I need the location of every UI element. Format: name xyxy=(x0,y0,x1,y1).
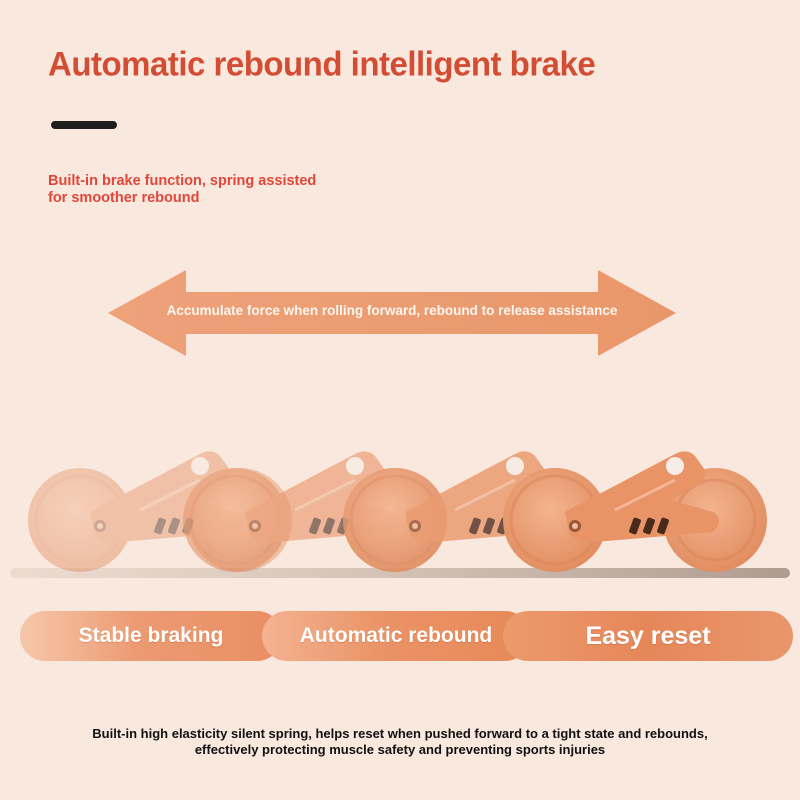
feature-label: Automatic rebound xyxy=(299,624,493,647)
feature-pill-stable-braking: Stable braking xyxy=(20,611,282,661)
double-headed-arrow-icon xyxy=(108,270,676,356)
footer-line-2: effectively protecting muscle safety and… xyxy=(194,742,606,757)
feature-pill-easy-reset: Easy reset xyxy=(503,611,793,661)
ab-roller-sequence xyxy=(10,449,790,578)
feature-label: Easy reset xyxy=(585,621,711,650)
double-arrow-banner: Accumulate force when rolling forward, r… xyxy=(108,270,676,356)
feature-label: Stable braking xyxy=(78,624,224,647)
subtitle-line-2: for smoother rebound xyxy=(48,190,200,206)
arrow-label: Accumulate force when rolling forward, r… xyxy=(166,303,618,318)
page-title: Automatic rebound intelligent brake xyxy=(48,44,596,83)
feature-pill-automatic-rebound: Automatic rebound xyxy=(262,611,530,661)
footer-description: Built-in high elasticity silent spring, … xyxy=(40,726,760,758)
footer-line-1: Built-in high elasticity silent spring, … xyxy=(92,726,708,741)
subtitle: Built-in brake function, spring assisted… xyxy=(48,173,368,207)
subtitle-line-1: Built-in brake function, spring assisted xyxy=(48,173,317,189)
title-underline xyxy=(51,121,117,129)
ab-roller-wheel-icon xyxy=(501,449,769,574)
